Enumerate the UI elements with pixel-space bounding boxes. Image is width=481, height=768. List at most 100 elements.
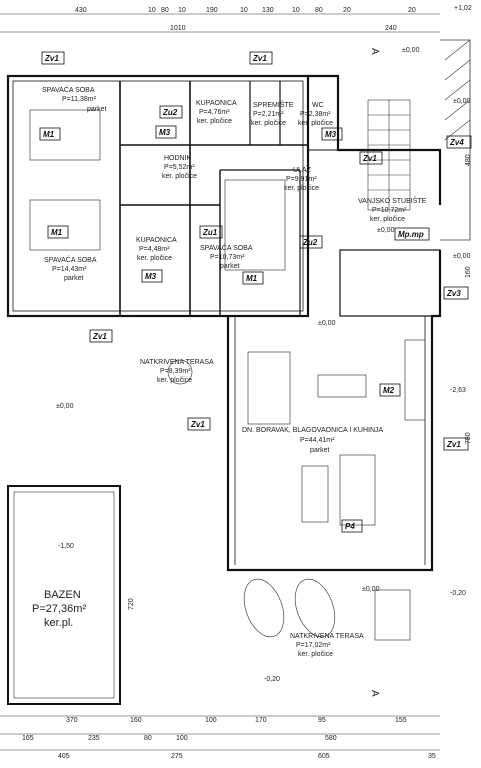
room-area-terrace-1: P=8,39m² — [160, 368, 191, 375]
room-area-outdoor-stairs: P=10,72m² — [372, 207, 407, 214]
room-labels: SPAVAĆA SOBA P=11,38m² parket KUPAONICA … — [32, 85, 427, 658]
dim-top-6: 190 — [206, 7, 218, 14]
dim-top-13: 20 — [408, 7, 416, 14]
dim-bottom-2: 370 — [66, 717, 78, 724]
dim-bottom-6: 100 — [205, 717, 217, 724]
dim-top-8: 130 — [262, 7, 274, 14]
tag-m2: M2 — [383, 386, 395, 395]
dim-bottom-r3-1: 405 — [58, 753, 70, 760]
level-1: ±0,00 — [402, 47, 420, 54]
room-finish-bathroom-2: ker. pločice — [137, 255, 172, 262]
top-dimension-lines — [0, 13, 440, 33]
kitchen-counter — [404, 339, 426, 421]
section-marks: A A — [369, 48, 380, 697]
room-finish-bedroom-2: parket — [64, 275, 84, 282]
room-area-living: P=44,41m² — [300, 437, 335, 444]
lounger-1 — [243, 578, 285, 638]
room-name-bedroom-2: SPAVAĆA SOBA — [44, 255, 97, 264]
tag-m3-a: M3 — [159, 128, 171, 137]
tag-zv1-a: Zv1 — [44, 54, 59, 63]
room-area-bedroom-2: P=14,43m² — [52, 266, 87, 273]
section-label-top: A — [369, 48, 380, 55]
tag-zu2-a: Zu2 — [162, 108, 178, 117]
dim-bottom-r2-1: 165 — [22, 735, 34, 742]
level-5: ±0,00 — [318, 320, 336, 327]
element-tag-texts: Zv1 Zv1 Zu2 M3 M3 Zv1 Zv4 M1 M1 Zu1 Zu2 … — [43, 54, 464, 531]
room-area-terrace-2: P=17,02m² — [296, 642, 331, 649]
dim-top-10: 80 — [315, 7, 323, 14]
level-6: ±0,00 — [56, 403, 74, 410]
terrace-table — [167, 359, 193, 385]
top-dimension-texts: 430 10 80 10 190 10 130 10 80 20 20 +1,0… — [75, 5, 472, 32]
element-tags — [39, 51, 472, 533]
side-dim-4: 720 — [128, 598, 135, 610]
dim-bottom-r2-2: 235 — [88, 735, 100, 742]
dim-top-11: 20 — [343, 7, 351, 14]
dim-top-1: 430 — [75, 7, 87, 14]
room-name-bathroom-1: KUPAONICA — [196, 100, 237, 107]
tag-zv1-d: Zv1 — [92, 332, 107, 341]
room-area-pool: P=27,36m² — [32, 603, 86, 615]
sofa — [339, 454, 376, 526]
room-finish-terrace-2: ker. pločice — [298, 651, 333, 658]
tag-zv1-b: Zv1 — [252, 54, 267, 63]
furniture — [29, 109, 426, 641]
room-area-bathroom-1: P=4,76m² — [199, 109, 230, 116]
dim-top-9: 10 — [292, 7, 300, 14]
tag-zu2-b: Zu2 — [302, 238, 318, 247]
tag-zv1-e: Zv1 — [190, 420, 205, 429]
bed-2 — [29, 199, 101, 251]
room-area-hallway: P=5,52m² — [164, 164, 195, 171]
room-finish-hallway: ker. pločice — [162, 173, 197, 180]
dim-bottom-8: 170 — [255, 717, 267, 724]
side-dim-2: 160 — [465, 266, 472, 278]
side-dim-1: 480 — [465, 154, 472, 166]
dim-top-3: 10 — [148, 7, 156, 14]
dim-bottom-r2-4: 100 — [176, 735, 188, 742]
room-name-outdoor-stairs: VANJSKO STUBIŠTE — [358, 196, 427, 205]
dim-bottom-10: 95 — [318, 717, 326, 724]
level-7: -2,63 — [450, 387, 466, 394]
room-area-storage: P=2,21m² — [253, 111, 284, 118]
bed-3 — [224, 179, 286, 271]
level-2: ±0,00 — [453, 98, 471, 105]
tag-zv3: Zv3 — [446, 289, 461, 298]
room-finish-pool: ker.pl. — [44, 617, 73, 629]
room-name-bathroom-2: KUPAONICA — [136, 237, 177, 244]
tag-m1-c: M1 — [246, 274, 258, 283]
coffee-table — [301, 465, 329, 523]
level-marks: ±0,00 ±0,00 ±0,00 ±0,00 ±0,00 ±0,00 -2,6… — [56, 47, 471, 683]
tag-zu1: Zu1 — [202, 228, 218, 237]
tag-m3-b: M3 — [325, 130, 337, 139]
room-area-entrance: P=9,91m² — [286, 176, 317, 183]
room-name-pool: BAZEN — [44, 589, 81, 601]
room-name-terrace-2: NATKRIVENA TERASA — [290, 633, 364, 640]
room-finish-bathroom-1: ker. pločice — [197, 118, 232, 125]
dim-bottom-r2-3: 80 — [144, 735, 152, 742]
side-dimensions: 480 160 750 720 — [128, 154, 472, 610]
room-finish-wc: ker. pločice — [298, 120, 333, 127]
room-finish-bedroom-1: parket — [87, 106, 107, 113]
kitchen-island — [317, 374, 367, 398]
room-finish-terrace-1: ker. pločice — [157, 377, 192, 384]
room-area-wc: P=2,38m² — [300, 111, 331, 118]
tag-mp-mp: Mp.mp — [398, 230, 424, 239]
section-label-bottom: A — [369, 690, 380, 697]
terrace-sofa — [374, 589, 411, 641]
room-finish-entrance: ker. pločice — [284, 185, 319, 192]
level-11: -0,20 — [264, 676, 280, 683]
walls — [6, 74, 442, 572]
room-name-storage: SPREMIŠTE — [253, 100, 294, 109]
room-finish-living: parket — [310, 447, 330, 454]
room-name-living: DN. BORAVAK, BLAGOVAONICA I KUHINJA — [242, 427, 384, 434]
bottom-dimension-texts: 370 160 100 170 95 155 165 235 80 100 58… — [22, 717, 436, 760]
dim-bottom-4: 160 — [130, 717, 142, 724]
dim-top-14: +1,02 — [454, 5, 472, 12]
dim-top-row2-2: 240 — [385, 25, 397, 32]
dim-bottom-r2-6: 580 — [325, 735, 337, 742]
lounger-2 — [294, 578, 336, 638]
room-finish-storage: ker. pločice — [251, 120, 286, 127]
level-8: ±0,00 — [362, 586, 380, 593]
